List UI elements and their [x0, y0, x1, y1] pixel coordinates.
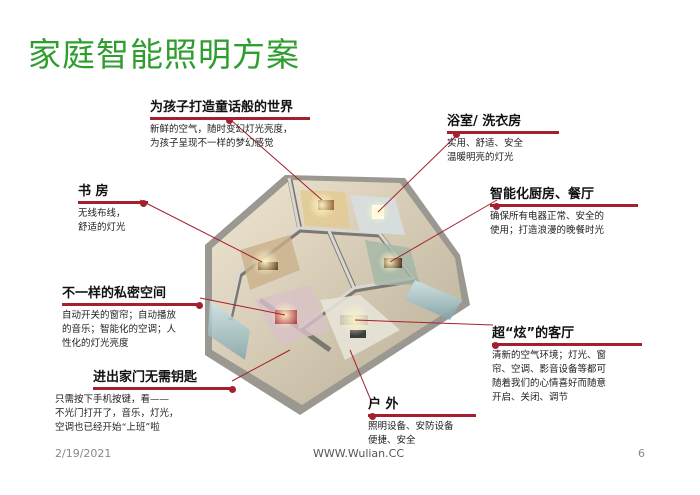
accent-rule [62, 303, 202, 306]
callout-heading: 浴室/ 洗衣房 [447, 114, 522, 129]
desc-line: 实用、舒适、安全 [447, 138, 524, 149]
callout-heading: 书 房 [78, 184, 109, 199]
marker-dot [493, 203, 500, 210]
callout-heading: 户 外 [368, 397, 399, 412]
marker-dot [492, 342, 499, 349]
callout-heading: 进出家门无需钥匙 [93, 370, 198, 385]
desc-line: 空调也已经开始“上班”啦 [55, 422, 160, 433]
marker-dot [229, 386, 236, 393]
desc-line: 的音乐；智能化的空调；人 [62, 324, 177, 335]
marker-dot [226, 117, 233, 124]
desc-line: 为孩子呈现不一样的梦幻感觉 [150, 138, 274, 149]
callout-description: 无线布线， 舒适的灯光 [78, 207, 148, 235]
callout-description: 自动开关的窗帘；自动播放 的音乐；智能化的空调；人 性化的灯光亮度 [62, 309, 202, 351]
desc-line: 舒适的灯光 [78, 222, 126, 233]
marker-dot [369, 413, 376, 420]
callout-private-space: 不一样的私密空间 自动开关的窗帘；自动播放 的音乐；智能化的空调；人 性化的灯光… [62, 282, 203, 351]
callout-heading: 智能化厨房、餐厅 [490, 187, 595, 202]
callout-kitchen: 智能化厨房、餐厅 确保所有电器正常、安全的 使用；打造浪漫的晚餐时光 [490, 183, 638, 238]
callout-description: 实用、舒适、安全 温暖明亮的灯光 [447, 137, 559, 165]
accent-rule [447, 131, 559, 134]
desc-line: 随着我们的心情喜好而随意 [492, 378, 607, 389]
footer-page-number: 6 [638, 447, 645, 460]
desc-line: 温暖明亮的灯光 [447, 152, 514, 163]
marker-dot [453, 131, 460, 138]
callout-bathroom: 浴室/ 洗衣房 实用、舒适、安全 温暖明亮的灯光 [447, 110, 559, 165]
callout-kids-room: 为孩子打造童话般的世界 新鲜的空气，随时变幻灯光亮度， 为孩子呈现不一样的梦幻感… [150, 96, 310, 151]
marker-dot [196, 302, 203, 309]
callout-keyless-entry: 进出家门无需钥匙 只需按下手机按键，看—— 不光门打开了，音乐，灯光， 空调也已… [55, 366, 236, 435]
callout-living-room: 超“炫”的客厅 清新的空气环境；灯光、窗 帘、空调、影音设备等都可 随着我们的心… [492, 322, 642, 405]
accent-rule [368, 414, 476, 417]
callout-description: 照明设备、安防设备 便捷、安全 [368, 420, 476, 448]
accent-rule [492, 343, 642, 346]
callout-description: 确保所有电器正常、安全的 使用；打造浪漫的晚餐时光 [490, 210, 638, 238]
callout-study: 书 房 无线布线， 舒适的灯光 [78, 180, 148, 235]
desc-line: 性化的灯光亮度 [62, 338, 129, 349]
desc-line: 不光门打开了，音乐，灯光， [55, 408, 179, 419]
desc-line: 无线布线， [78, 208, 126, 219]
callout-heading: 不一样的私密空间 [62, 286, 167, 301]
footer-website: WWW.Wulian.CC [313, 447, 405, 460]
desc-line: 新鲜的空气，随时变幻灯光亮度， [150, 124, 293, 135]
page-title: 家庭智能照明方案 [28, 35, 300, 74]
desc-line: 使用；打造浪漫的晚餐时光 [490, 225, 605, 236]
accent-rule [78, 201, 148, 204]
callout-description: 新鲜的空气，随时变幻灯光亮度， 为孩子呈现不一样的梦幻感觉 [150, 123, 310, 151]
desc-line: 便捷、安全 [368, 435, 416, 446]
callout-description: 只需按下手机按键，看—— 不光门打开了，音乐，灯光， 空调也已经开始“上班”啦 [55, 393, 235, 435]
callout-description: 清新的空气环境；灯光、窗 帘、空调、影音设备等都可 随着我们的心情喜好而随意 开… [492, 349, 642, 405]
desc-line: 自动开关的窗帘；自动播放 [62, 310, 177, 321]
marker-dot [140, 200, 147, 207]
accent-rule [93, 387, 235, 390]
desc-line: 清新的空气环境；灯光、窗 [492, 350, 607, 361]
desc-line: 帘、空调、影音设备等都可 [492, 364, 607, 375]
desc-line: 确保所有电器正常、安全的 [490, 211, 605, 222]
callout-heading: 超“炫”的客厅 [492, 326, 575, 341]
desc-line: 照明设备、安防设备 [368, 421, 454, 432]
accent-rule [490, 204, 638, 207]
callout-heading: 为孩子打造童话般的世界 [150, 100, 294, 115]
desc-line: 开启、关闭、调节 [492, 392, 569, 403]
desc-line: 只需按下手机按键，看—— [55, 394, 170, 405]
footer-date: 2/19/2021 [55, 447, 112, 460]
callout-outdoor: 户 外 照明设备、安防设备 便捷、安全 [368, 393, 476, 448]
